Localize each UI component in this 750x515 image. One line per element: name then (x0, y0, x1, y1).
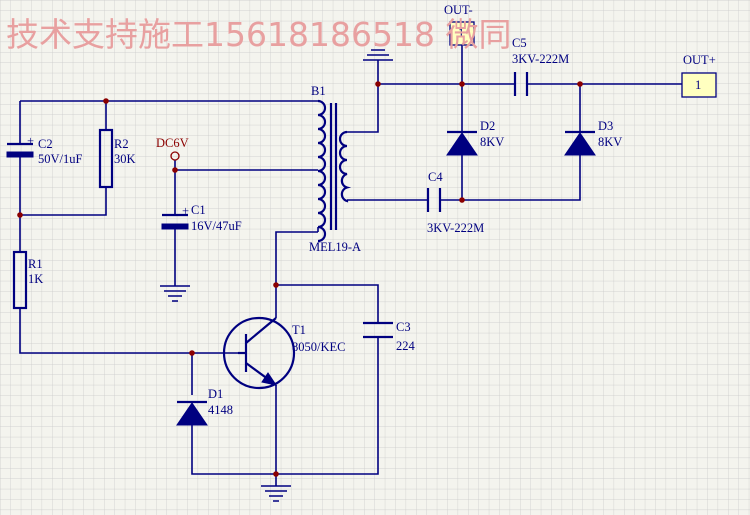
c4-ref: C4 (428, 170, 443, 184)
r2-ref: R2 (114, 137, 129, 151)
t1-ref: T1 (292, 323, 306, 337)
svg-text:+: + (182, 204, 189, 218)
r1-ref: R1 (28, 257, 43, 271)
capacitor-c4: C4 3KV-222M (426, 170, 484, 235)
capacitor-c5: C5 3KV-222M (512, 36, 569, 96)
dc6v-terminal: DC6V (156, 136, 189, 161)
d3-value: 8KV (598, 135, 622, 149)
diode-d1: D1 4148 (176, 387, 233, 426)
t1-value: 8050/KEC (292, 340, 345, 354)
diode-d3: D3 8KV (564, 119, 622, 156)
diode-d2: D2 8KV (446, 119, 504, 156)
capacitor-c3: C3 224 (363, 320, 416, 353)
c5-ref: C5 (512, 36, 527, 50)
b1-ref: B1 (311, 84, 326, 98)
capacitor-c1: + C1 16V/47uF (161, 203, 242, 233)
connector-out-minus: 1 OUT- (444, 3, 475, 46)
out-minus-pin: 1 (458, 26, 464, 40)
capacitor-c2: + C2 50V/1uF (6, 133, 83, 166)
out-minus-label: OUT- (444, 3, 473, 17)
ground-icon (363, 44, 393, 66)
c3-value: 224 (396, 339, 416, 353)
transformer-b1: B1 MEL19-A (309, 84, 361, 254)
out-plus-pin: 1 (695, 78, 701, 92)
d1-value: 4148 (208, 403, 233, 417)
resistor-r1: R1 1K (12, 250, 43, 310)
ground-icon (261, 485, 291, 502)
c1-ref: C1 (191, 203, 206, 217)
c4-value: 3KV-222M (427, 221, 484, 235)
ground-icon (160, 285, 190, 302)
c3-ref: C3 (396, 320, 411, 334)
d2-ref: D2 (480, 119, 495, 133)
resistor-r2: R2 30K (98, 128, 136, 189)
c1-value: 16V/47uF (191, 219, 242, 233)
c5-value: 3KV-222M (512, 52, 569, 66)
b1-value: MEL19-A (309, 240, 361, 254)
connector-out-plus: 1 OUT+ (681, 53, 717, 98)
d1-ref: D1 (208, 387, 223, 401)
d3-ref: D3 (598, 119, 613, 133)
junction-dots (17, 81, 583, 477)
wires (19, 45, 682, 486)
svg-text:+: + (27, 134, 34, 148)
dc6v-label: DC6V (156, 136, 189, 150)
r2-value: 30K (114, 152, 136, 166)
out-plus-label: OUT+ (683, 53, 716, 67)
transistor-t1: T1 8050/KEC (222, 316, 345, 390)
c2-value: 50V/1uF (38, 152, 83, 166)
c2-ref: C2 (38, 137, 53, 151)
r1-value: 1K (28, 272, 43, 286)
watermark-text: 技术支持施工15618186518 微同 (6, 15, 511, 54)
d2-value: 8KV (480, 135, 504, 149)
